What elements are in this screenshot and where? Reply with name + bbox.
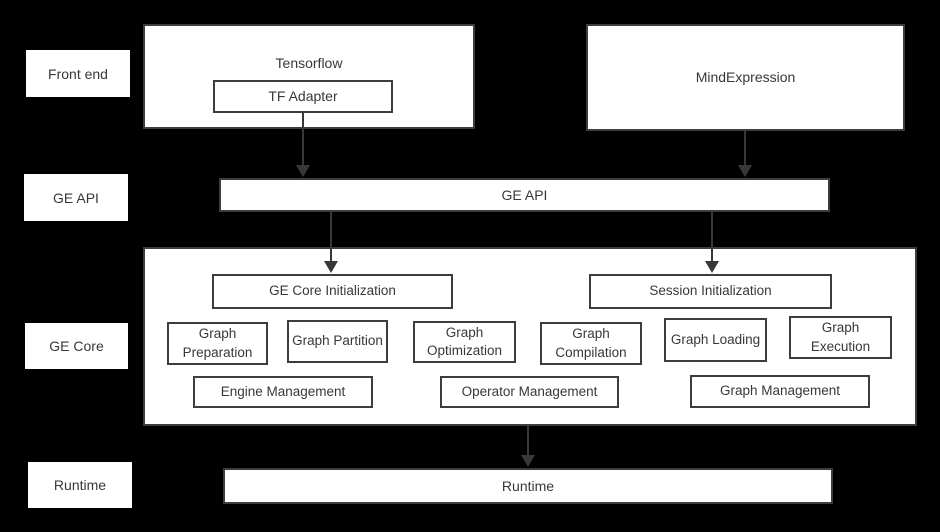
graph-execution-box: Graph Execution [789, 316, 892, 359]
arrow-head-icon [705, 261, 719, 273]
graph-partition-box: Graph Partition [287, 320, 388, 363]
arrow-line [527, 426, 529, 455]
session-initialization-label: Session Initialization [649, 283, 772, 299]
arrow-line [302, 113, 304, 165]
graph-loading-label: Graph Loading [670, 331, 761, 347]
ge-core-initialization-label: GE Core Initialization [269, 283, 396, 299]
arrow-head-icon [324, 261, 338, 273]
arrow-head-icon [296, 165, 310, 177]
arrow-mindexpression-to-ge-api [738, 131, 752, 177]
ge-core-initialization-box: GE Core Initialization [212, 274, 453, 309]
engine-management-box: Engine Management [193, 376, 373, 408]
runtime-bar: Runtime [223, 468, 833, 504]
arrow-line [330, 212, 332, 261]
arrow-ge-core-to-runtime [521, 426, 535, 467]
graph-management-box: Graph Management [690, 375, 870, 408]
graph-partition-label: Graph Partition [292, 333, 383, 349]
arrow-ge-api-to-session-initialization [705, 212, 719, 273]
ge-api-bar-label: GE API [501, 186, 548, 203]
graph-compilation-box: Graph Compilation [540, 322, 642, 365]
row-label-front-end: Front end [26, 50, 130, 97]
tf-adapter-label: TF Adapter [268, 88, 338, 105]
graph-management-label: Graph Management [719, 383, 841, 399]
graph-execution-label: Graph Execution [810, 320, 871, 354]
row-label-ge-core: GE Core [25, 323, 128, 369]
session-initialization-box: Session Initialization [589, 274, 832, 309]
graph-preparation-label: Graph Preparation [182, 326, 253, 360]
arrow-line [744, 131, 746, 165]
operator-management-box: Operator Management [440, 376, 619, 408]
arrow-head-icon [738, 165, 752, 177]
graph-loading-box: Graph Loading [664, 318, 767, 362]
tensorflow-box: Tensorflow TF Adapter [143, 24, 475, 129]
engine-management-label: Engine Management [220, 383, 346, 399]
operator-management-label: Operator Management [461, 383, 598, 399]
arrow-ge-api-to-ge-core-initialization [324, 212, 338, 273]
row-label-ge-api: GE API [24, 174, 128, 221]
graph-optimization-box: Graph Optimization [413, 321, 516, 363]
tf-adapter-box: TF Adapter [213, 80, 393, 113]
graph-preparation-box: Graph Preparation [167, 322, 268, 365]
arrow-head-icon [521, 455, 535, 467]
tensorflow-label: Tensorflow [275, 55, 343, 71]
ge-api-bar: GE API [219, 178, 830, 212]
mindexpression-box: MindExpression [586, 24, 905, 131]
arrow-line [711, 212, 713, 261]
row-label-runtime: Runtime [28, 462, 132, 508]
graph-optimization-label: Graph Optimization [426, 324, 503, 358]
runtime-bar-label: Runtime [501, 477, 555, 494]
arrow-tf-adapter-to-ge-api [296, 113, 310, 177]
mindexpression-label: MindExpression [695, 69, 796, 86]
graph-compilation-label: Graph Compilation [555, 326, 627, 360]
